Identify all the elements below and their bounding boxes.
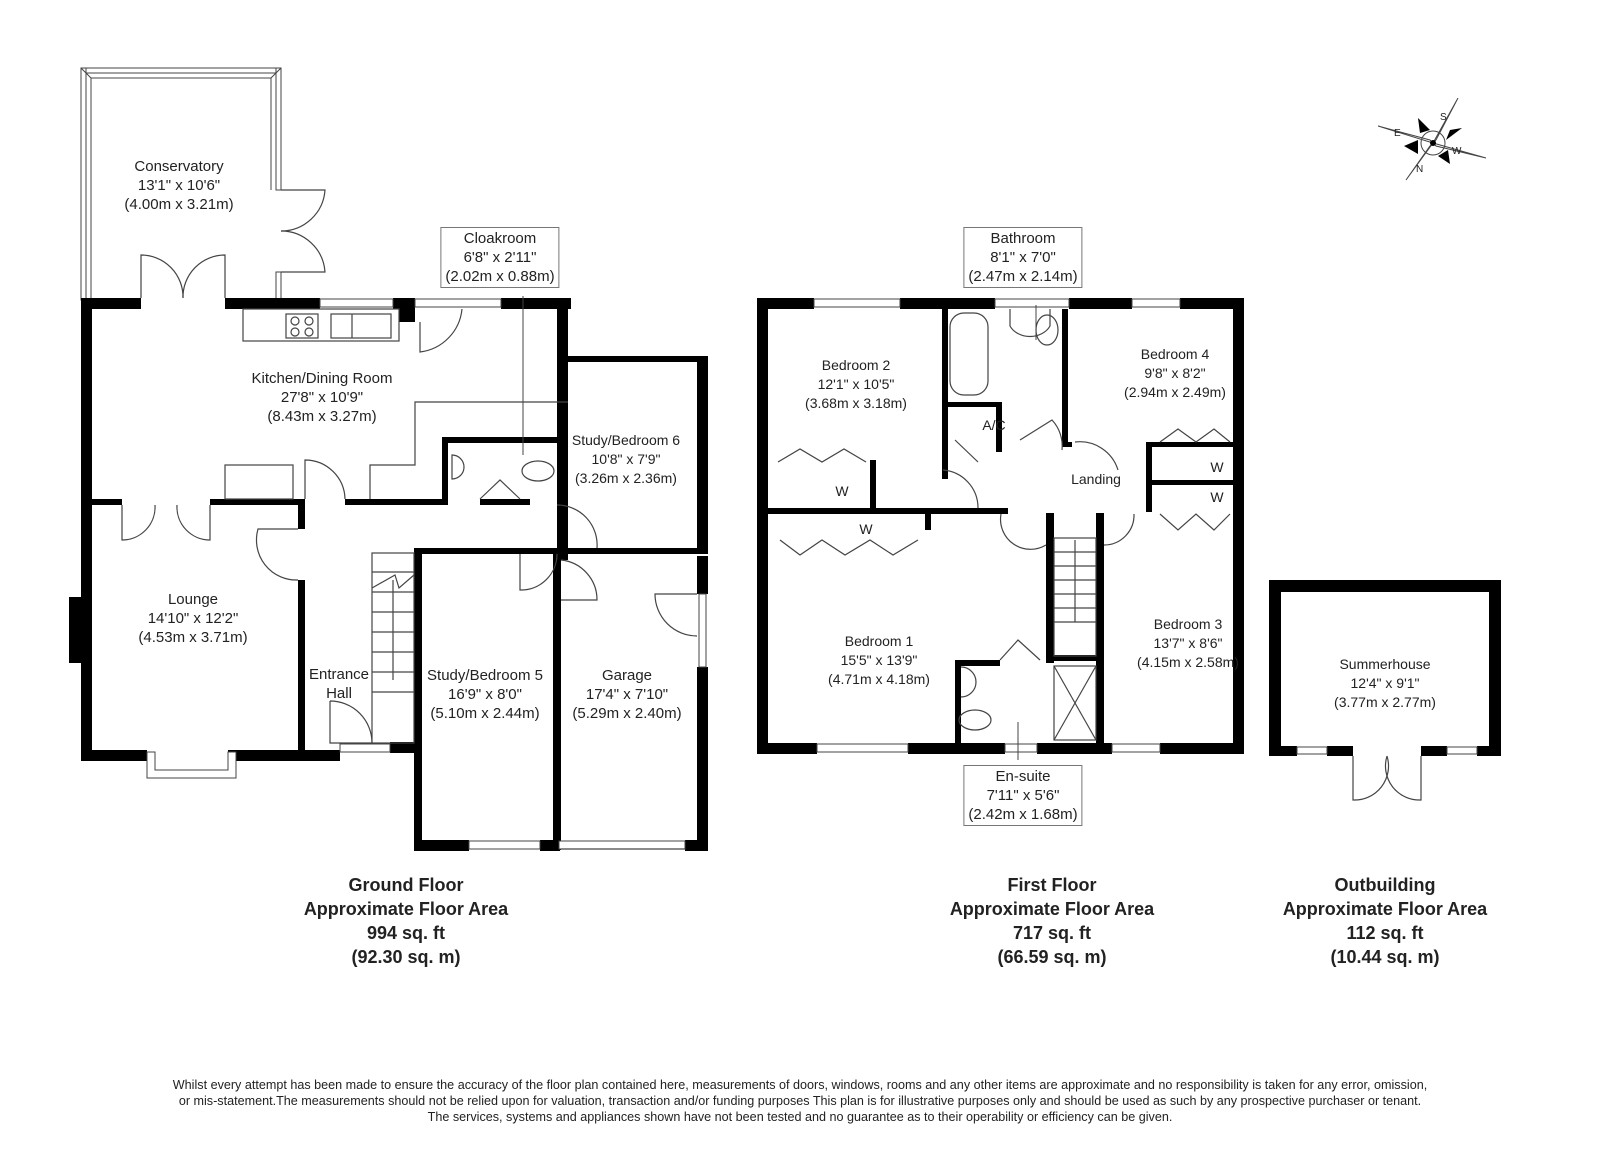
room-name: Conservatory	[134, 158, 224, 175]
room-name: Bedroom 2	[821, 357, 891, 373]
room-label-en-suite: En-suite 7'11" x 5'6" (2.42m x 1.68m)	[963, 765, 1083, 826]
floor-title: Outbuilding	[1334, 875, 1436, 895]
doors-and-fixtures	[121, 189, 1422, 850]
room-label-study-bedroom-6: Study/Bedroom 6 10'8" x 7'9" (3.26m x 2.…	[572, 431, 680, 488]
room-imperial: 27'8" x 10'9"	[280, 389, 364, 406]
room-name-line1: Entrance	[308, 666, 370, 683]
floor-area-sqft: 112 sq. ft	[1346, 923, 1424, 943]
compass-w: W	[1452, 146, 1462, 157]
room-metric: (2.42m x 1.68m)	[968, 806, 1078, 823]
ground-floor-area-summary: Ground Floor Approximate Floor Area 994 …	[304, 873, 508, 969]
wardrobe-label: W	[835, 483, 849, 499]
floor-title: Ground Floor	[348, 875, 464, 895]
floor-area-sqft: 717 sq. ft	[1012, 923, 1092, 943]
room-name: Bedroom 1	[844, 633, 914, 649]
outbuilding-area-summary: Outbuilding Approximate Floor Area 112 s…	[1283, 873, 1487, 969]
room-metric: (5.10m x 2.44m)	[430, 705, 540, 722]
room-metric: (5.29m x 2.40m)	[572, 705, 682, 722]
room-imperial: 16'9" x 8'0"	[448, 686, 522, 703]
room-imperial: 13'1" x 10'6"	[137, 177, 221, 194]
room-metric: (2.47m x 2.14m)	[968, 268, 1078, 285]
room-imperial: 8'1" x 7'0"	[990, 249, 1056, 266]
wardrobe-label: W	[1210, 459, 1224, 475]
room-metric: (3.26m x 2.36m)	[575, 470, 677, 486]
compass-s: S	[1440, 112, 1447, 123]
room-label-study-bedroom-5: Study/Bedroom 5 16'9" x 8'0" (5.10m x 2.…	[427, 666, 543, 723]
walls	[69, 67, 1501, 851]
room-metric: (4.15m x 2.58m)	[1137, 654, 1239, 670]
room-imperial: 9'8" x 8'2"	[1144, 365, 1206, 381]
room-name: Summerhouse	[1339, 656, 1431, 672]
room-imperial: 17'4" x 7'10"	[585, 686, 669, 703]
compass-rose-icon: S E N W	[1378, 98, 1487, 181]
compass-n: N	[1416, 164, 1423, 175]
room-imperial: 12'4" x 9'1"	[1350, 675, 1420, 691]
room-name: Bedroom 3	[1153, 616, 1223, 632]
room-metric: (4.71m x 4.18m)	[828, 671, 930, 687]
windows	[146, 298, 1478, 850]
floor-subtitle: Approximate Floor Area	[949, 899, 1155, 919]
room-metric: (4.53m x 3.71m)	[138, 629, 248, 646]
floor-area-sqm: (66.59 sq. m)	[997, 947, 1107, 967]
room-imperial: 12'1" x 10'5"	[817, 376, 895, 392]
disclaimer-line: The services, systems and appliances sho…	[427, 1110, 1173, 1124]
disclaimer: Whilst every attempt has been made to en…	[60, 1077, 1540, 1125]
room-metric: (2.02m x 0.88m)	[445, 268, 555, 285]
room-metric: (4.00m x 3.21m)	[124, 196, 234, 213]
room-imperial: 14'10" x 12'2"	[147, 610, 239, 627]
wardrobe-label: W	[859, 521, 873, 537]
floor-area-sqm: (92.30 sq. m)	[351, 947, 461, 967]
floor-title: First Floor	[1007, 875, 1097, 895]
room-label-lounge: Lounge 14'10" x 12'2" (4.53m x 3.71m)	[138, 590, 247, 647]
first-floor-area-summary: First Floor Approximate Floor Area 717 s…	[950, 873, 1154, 969]
room-label-landing: Landing	[1071, 470, 1121, 489]
room-metric: (3.68m x 3.18m)	[805, 395, 907, 411]
room-label-bedroom-4: Bedroom 4 9'8" x 8'2" (2.94m x 2.49m)	[1124, 345, 1226, 402]
room-label-cloakroom: Cloakroom 6'8" x 2'11" (2.02m x 0.88m)	[440, 227, 560, 288]
room-label-bedroom-3: Bedroom 3 13'7" x 8'6" (4.15m x 2.58m)	[1137, 615, 1239, 672]
room-name: Lounge	[167, 591, 219, 608]
room-name: Kitchen/Dining Room	[251, 370, 393, 387]
room-label-bedroom-1: Bedroom 1 15'5" x 13'9" (4.71m x 4.18m)	[828, 632, 930, 689]
room-label-bathroom: Bathroom 8'1" x 7'0" (2.47m x 2.14m)	[963, 227, 1083, 288]
room-label-summerhouse: Summerhouse 12'4" x 9'1" (3.77m x 2.77m)	[1334, 655, 1436, 712]
room-label-garage: Garage 17'4" x 7'10" (5.29m x 2.40m)	[572, 666, 681, 723]
floor-subtitle: Approximate Floor Area	[303, 899, 509, 919]
floor-area-sqm: (10.44 sq. m)	[1330, 947, 1440, 967]
room-metric: (3.77m x 2.77m)	[1334, 694, 1436, 710]
room-name: En-suite	[995, 768, 1051, 785]
room-name: Study/Bedroom 6	[571, 432, 681, 448]
room-name: Study/Bedroom 5	[427, 667, 543, 684]
room-name: A/C	[982, 417, 1006, 433]
room-label-bedroom-2: Bedroom 2 12'1" x 10'5" (3.68m x 3.18m)	[805, 356, 907, 413]
room-name: Landing	[1071, 471, 1121, 487]
room-name: Bathroom	[990, 230, 1056, 247]
compass-e: E	[1394, 128, 1401, 139]
room-imperial: 10'8" x 7'9"	[591, 451, 661, 467]
floor-area-sqft: 994 sq. ft	[366, 923, 446, 943]
room-imperial: 15'5" x 13'9"	[840, 652, 918, 668]
wardrobe-label: W	[1210, 489, 1224, 505]
room-name: Garage	[601, 667, 653, 684]
floor-subtitle: Approximate Floor Area	[1282, 899, 1488, 919]
room-label-conservatory: Conservatory 13'1" x 10'6" (4.00m x 3.21…	[124, 157, 233, 214]
room-name: Cloakroom	[463, 230, 537, 247]
room-label-kitchen-dining: Kitchen/Dining Room 27'8" x 10'9" (8.43m…	[252, 369, 393, 426]
room-label-airing-cupboard: A/C	[982, 416, 1005, 435]
room-name-line2: Hall	[326, 685, 352, 702]
room-metric: (2.94m x 2.49m)	[1124, 384, 1226, 400]
room-imperial: 7'11" x 5'6"	[986, 787, 1060, 804]
room-imperial: 6'8" x 2'11"	[463, 249, 537, 266]
room-imperial: 13'7" x 8'6"	[1153, 635, 1223, 651]
room-label-entrance-hall: Entrance Hall	[309, 665, 369, 703]
disclaimer-line: Whilst every attempt has been made to en…	[172, 1078, 1428, 1092]
room-name: Bedroom 4	[1140, 346, 1210, 362]
room-metric: (8.43m x 3.27m)	[267, 408, 377, 425]
disclaimer-line: or mis-statement.The measurements should…	[178, 1094, 1422, 1108]
